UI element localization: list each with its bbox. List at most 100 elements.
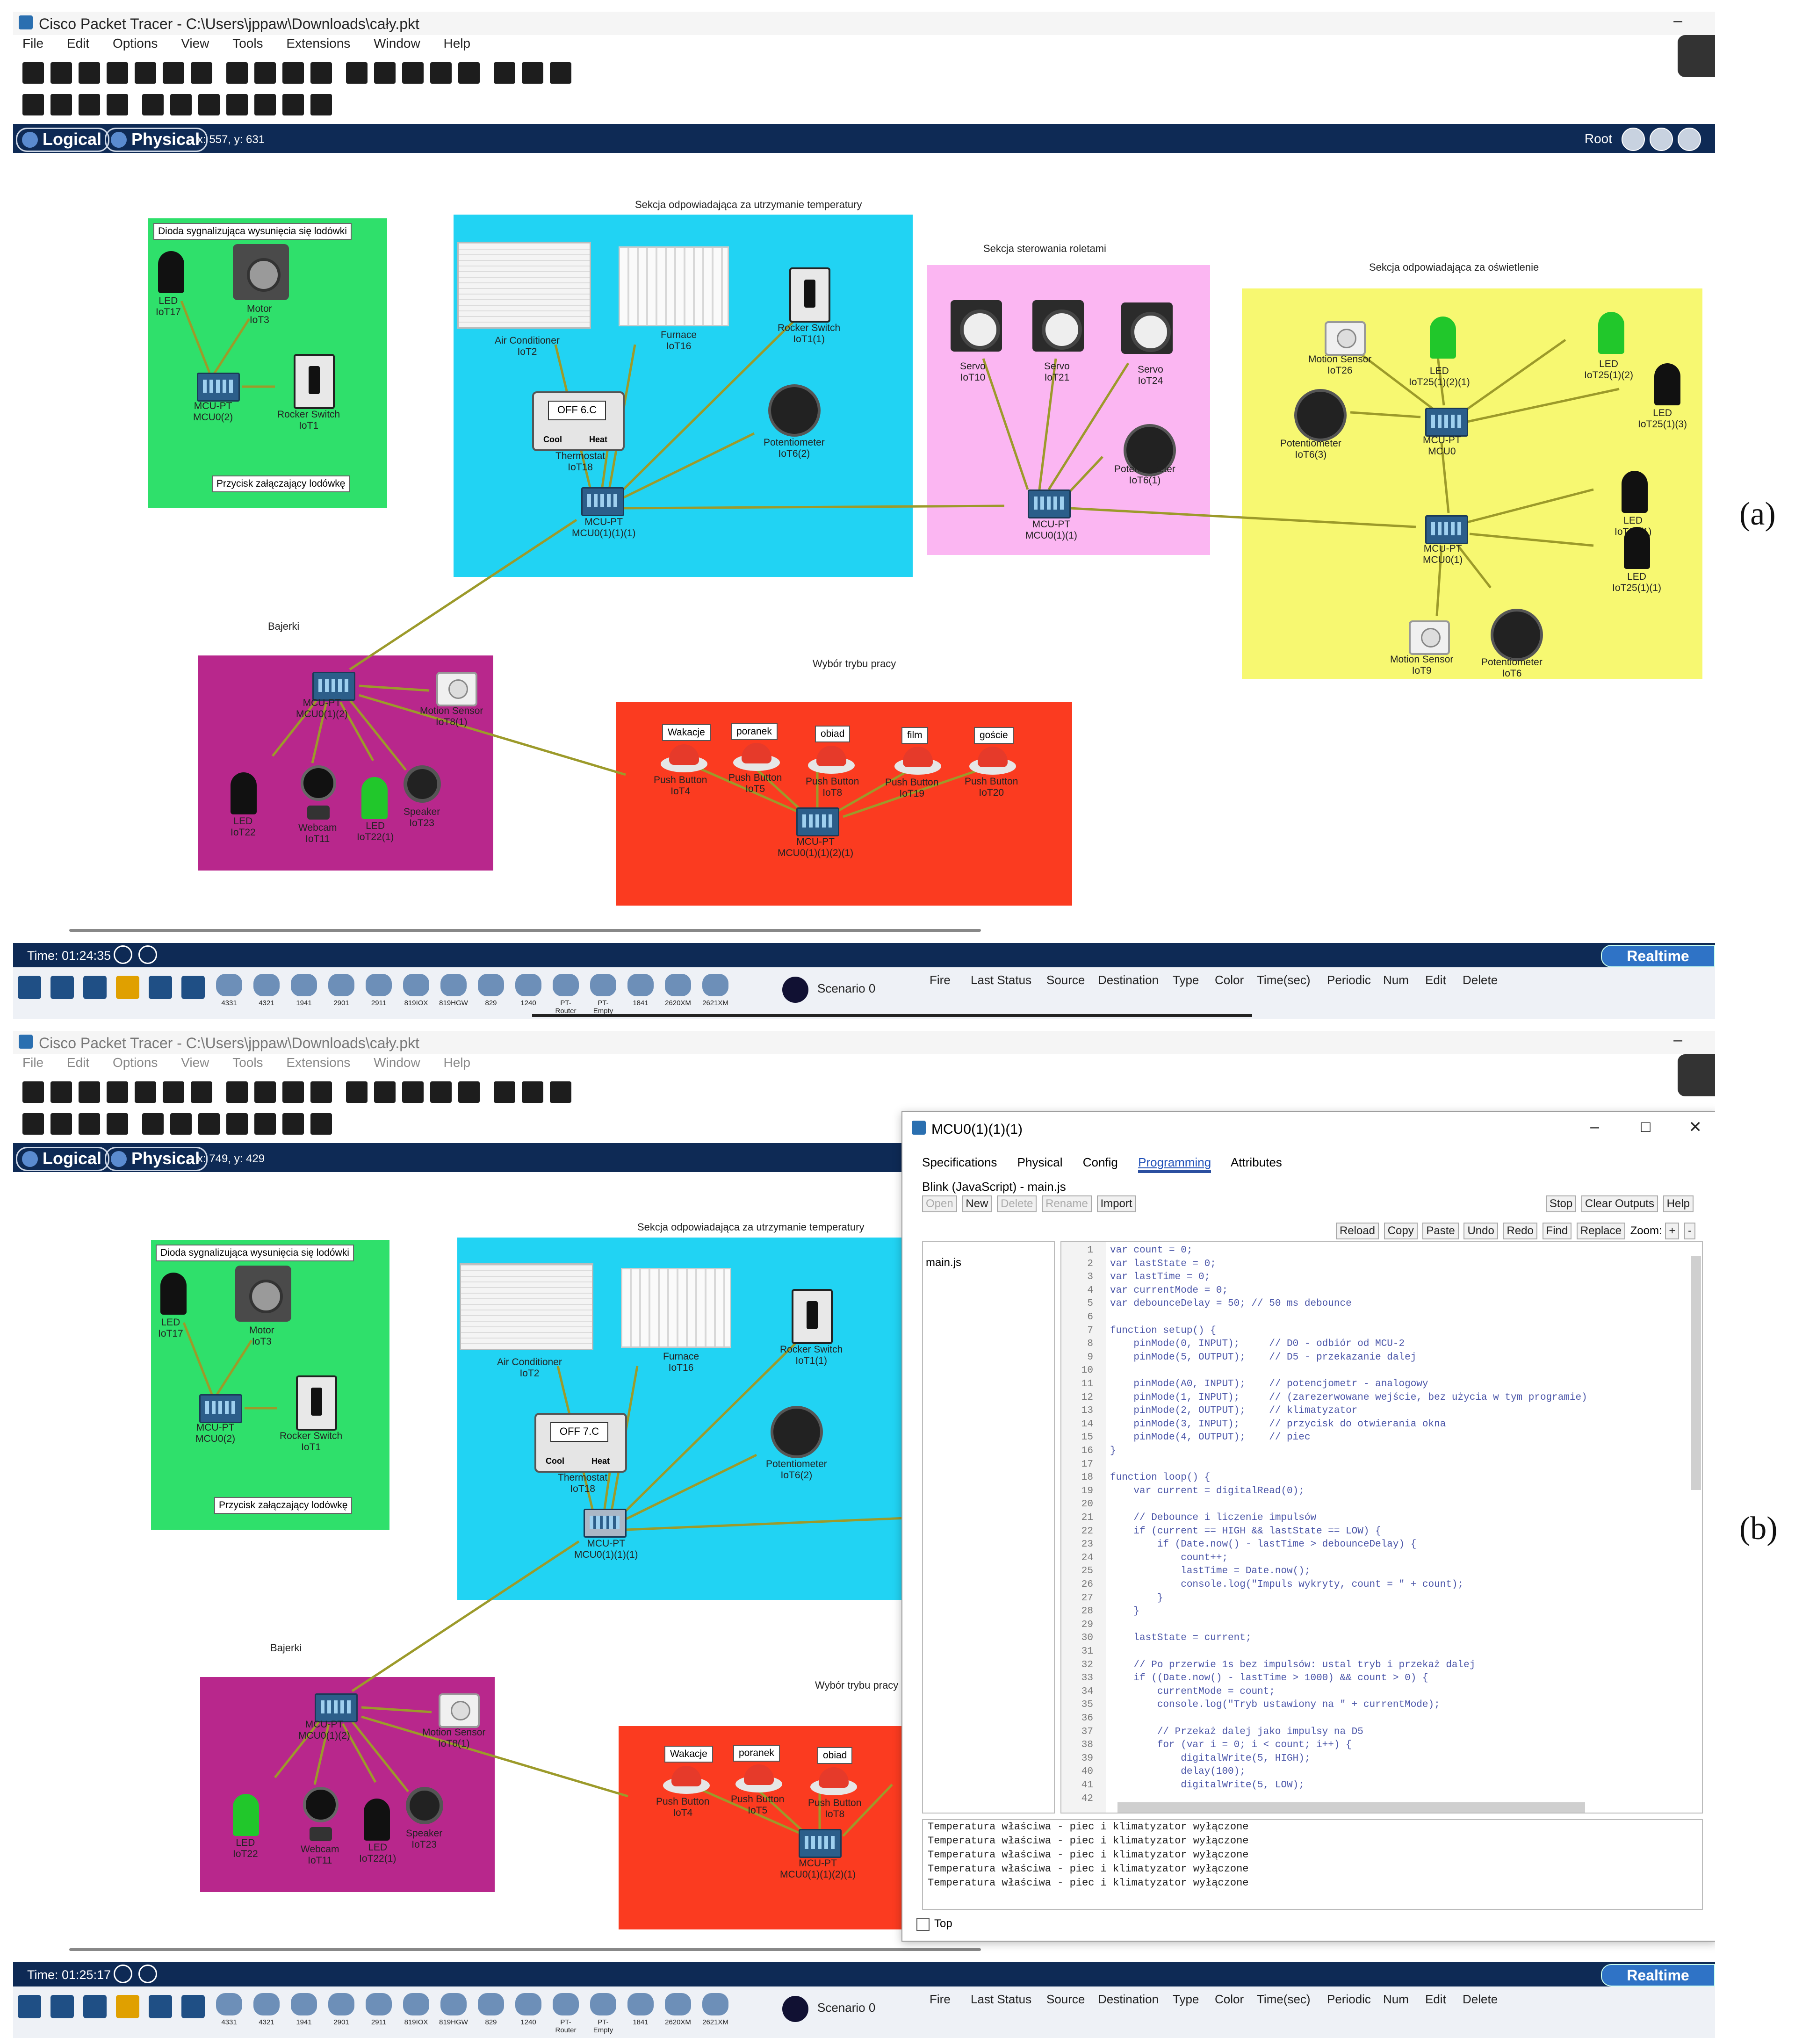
- reload-button[interactable]: Reload: [1335, 1223, 1379, 1239]
- menu-edit[interactable]: Edit: [66, 36, 90, 50]
- minimize-icon[interactable]: –: [1590, 1118, 1599, 1136]
- top-checkbox[interactable]: [916, 1917, 930, 1931]
- simple-pdu-icon[interactable]: [282, 1113, 304, 1135]
- components-icon[interactable]: [83, 976, 107, 999]
- zoom-in-icon[interactable]: [346, 62, 368, 84]
- select-icon[interactable]: [22, 94, 44, 115]
- file-main-js[interactable]: main.js: [926, 1256, 962, 1269]
- servo-iot10[interactable]: [951, 300, 1002, 352]
- logical-canvas[interactable]: Dioda sygnalizująca wysunięcia się lodów…: [13, 153, 1715, 943]
- realtime-mode[interactable]: Realtime: [1601, 1964, 1715, 1986]
- zoom-in-button[interactable]: +: [1665, 1223, 1680, 1239]
- led-iot17[interactable]: [160, 1273, 187, 1315]
- new-file-icon[interactable]: [22, 62, 44, 84]
- menu-options[interactable]: Options: [112, 1055, 158, 1070]
- close-icon[interactable]: ✕: [1688, 1118, 1702, 1136]
- furnace-iot16[interactable]: [619, 246, 729, 326]
- device-4331[interactable]: 4331: [214, 1993, 244, 2030]
- zoom-out-button[interactable]: -: [1684, 1223, 1695, 1239]
- simple-pdu-icon[interactable]: [282, 94, 304, 115]
- device-pt-empty[interactable]: PT-Empty: [588, 974, 618, 1015]
- mcu-0-2[interactable]: [197, 373, 240, 402]
- device-2620xm[interactable]: 2620XM: [663, 974, 693, 1011]
- note-icon[interactable]: [142, 1113, 164, 1135]
- clear-outputs-button[interactable]: Clear Outputs: [1581, 1195, 1658, 1212]
- push-button-iot8[interactable]: [810, 1767, 857, 1795]
- mcu-0-1[interactable]: [1425, 515, 1468, 544]
- led-iot17[interactable]: [158, 251, 184, 293]
- zoom-reset-icon[interactable]: [374, 1081, 396, 1103]
- device-4321[interactable]: 4321: [252, 974, 281, 1011]
- device-1841[interactable]: 1841: [626, 974, 656, 1011]
- device-1240[interactable]: 1240: [513, 1993, 543, 2030]
- zoom-in-icon[interactable]: [346, 1081, 368, 1103]
- mcu-0-2[interactable]: [199, 1394, 242, 1423]
- end-devices-icon[interactable]: [50, 976, 74, 999]
- logical-tab[interactable]: Logical: [16, 1147, 110, 1171]
- resize-icon[interactable]: [107, 94, 128, 115]
- physical-tab[interactable]: Physical: [105, 1147, 208, 1171]
- realtime-mode[interactable]: Realtime: [1601, 945, 1715, 967]
- menu-view[interactable]: View: [181, 36, 209, 50]
- motor-iot3[interactable]: [233, 244, 289, 300]
- code-vertical-scrollbar[interactable]: [1691, 1256, 1701, 1490]
- potentiometer-iot6[interactable]: [1491, 609, 1543, 661]
- device-2901[interactable]: 2901: [326, 1993, 356, 2030]
- import-button[interactable]: Import: [1096, 1195, 1136, 1212]
- potentiometer-iot6-2[interactable]: [768, 384, 821, 437]
- open-file-icon[interactable]: [50, 62, 72, 84]
- open-button[interactable]: Open: [922, 1195, 957, 1212]
- redo-icon[interactable]: [310, 62, 332, 84]
- back-icon[interactable]: [1622, 128, 1645, 151]
- menu-tools[interactable]: Tools: [232, 36, 263, 50]
- rocker-switch-iot1-1[interactable]: [789, 267, 830, 323]
- select-icon[interactable]: [22, 1113, 44, 1135]
- menu-window[interactable]: Window: [374, 36, 420, 50]
- info-icon[interactable]: [135, 1081, 156, 1103]
- menu-window[interactable]: Window: [374, 1055, 420, 1070]
- horizontal-scrollbar[interactable]: [532, 1014, 1252, 1017]
- connections-icon[interactable]: [116, 1995, 139, 2018]
- webcam-iot11[interactable]: [303, 1787, 339, 1843]
- root-label[interactable]: Root: [1584, 131, 1612, 146]
- speaker-iot23[interactable]: [406, 1787, 443, 1824]
- led-iot25-1-1[interactable]: [1624, 527, 1650, 569]
- note-icon[interactable]: [142, 94, 164, 115]
- image-icon[interactable]: [550, 62, 571, 84]
- push-button-iot4[interactable]: [663, 1766, 710, 1794]
- mcu-0-1-2[interactable]: [312, 672, 355, 701]
- components-icon[interactable]: [83, 1995, 107, 2018]
- device-1841[interactable]: 1841: [626, 1993, 656, 2030]
- menu-help[interactable]: Help: [443, 36, 471, 50]
- menu-view[interactable]: View: [181, 1055, 209, 1070]
- fast-forward-icon[interactable]: [138, 1965, 157, 1983]
- cluster-cloud-icon[interactable]: [1650, 128, 1673, 151]
- end-devices-icon[interactable]: [50, 1995, 74, 2018]
- motion-sensor-iot26[interactable]: [1325, 321, 1366, 356]
- viewport-icon[interactable]: [522, 62, 543, 84]
- canvas-scrollbar[interactable]: [69, 929, 981, 932]
- device-829[interactable]: 829: [476, 974, 506, 1011]
- reset-clock-icon[interactable]: [114, 945, 132, 964]
- zoom-out-icon[interactable]: [402, 62, 424, 84]
- potentiometer-iot6-2[interactable]: [771, 1406, 823, 1458]
- drawing-palette-icon[interactable]: [430, 62, 452, 84]
- multiuser-icon[interactable]: [181, 1995, 205, 2018]
- new-button[interactable]: New: [962, 1195, 992, 1212]
- new-file-icon[interactable]: [22, 1081, 44, 1103]
- push-button-iot5[interactable]: [733, 743, 780, 771]
- rocker-switch-iot1[interactable]: [294, 354, 335, 409]
- device-1941[interactable]: 1941: [289, 974, 319, 1011]
- rename-button[interactable]: Rename: [1042, 1195, 1092, 1212]
- draw-line-icon[interactable]: [170, 1113, 192, 1135]
- reset-clock-icon[interactable]: [114, 1965, 132, 1983]
- navigation-icon[interactable]: [1678, 128, 1701, 151]
- drawing-palette-icon[interactable]: [430, 1081, 452, 1103]
- inspect-icon[interactable]: [50, 1113, 72, 1135]
- motion-sensor-iot9[interactable]: [1409, 620, 1450, 655]
- minimize-button[interactable]: –: [1673, 1031, 1682, 1049]
- freeform-icon[interactable]: [254, 94, 276, 115]
- undo-icon[interactable]: [282, 1081, 304, 1103]
- code-horizontal-scrollbar[interactable]: [1117, 1802, 1585, 1813]
